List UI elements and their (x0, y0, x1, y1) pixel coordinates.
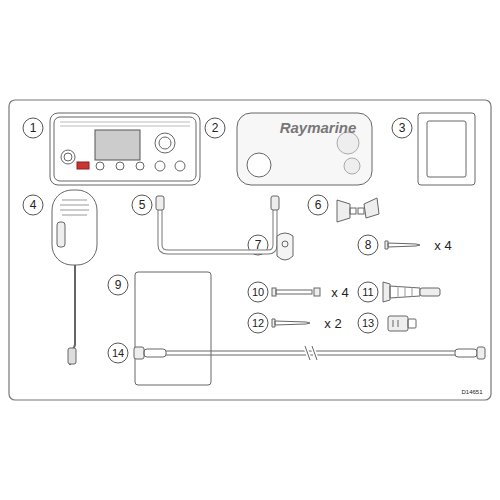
callout-number: 11 (362, 287, 373, 298)
callout-number: 9 (115, 279, 122, 291)
callout-number: 5 (139, 199, 146, 211)
sun-cover (237, 113, 372, 185)
bolt (272, 288, 320, 296)
quantity-label: x 4 (434, 239, 451, 252)
screw (272, 319, 310, 327)
mounting-gasket (418, 113, 475, 185)
callout-number: 1 (30, 122, 37, 134)
connector-cap (388, 316, 416, 331)
callout-number: 8 (365, 239, 372, 251)
quantity-label: x 4 (331, 286, 348, 299)
callout-number: 6 (315, 199, 322, 211)
callout-number: 14 (112, 348, 124, 359)
bracket-knobs (337, 198, 379, 222)
screw (385, 241, 420, 249)
cable-grommet (383, 282, 440, 302)
handset-microphone (52, 190, 97, 365)
extension-cable (134, 346, 485, 360)
callout-number: 10 (252, 287, 264, 298)
brand-logo: Raymarine (280, 120, 357, 135)
quantity-label: x 2 (324, 317, 341, 330)
mounting-bracket (156, 196, 279, 252)
callout-number: 13 (362, 318, 374, 329)
microphone-clip (277, 233, 293, 260)
manual (135, 272, 211, 385)
radio-unit (50, 113, 200, 185)
callout-number: 4 (30, 199, 37, 211)
drawing-number: D14651 (461, 389, 482, 395)
callout-number: 7 (255, 239, 262, 251)
frame (9, 100, 491, 400)
callout-number: 12 (252, 318, 264, 329)
callout-number: 2 (212, 122, 219, 134)
callout-number: 3 (399, 122, 406, 134)
